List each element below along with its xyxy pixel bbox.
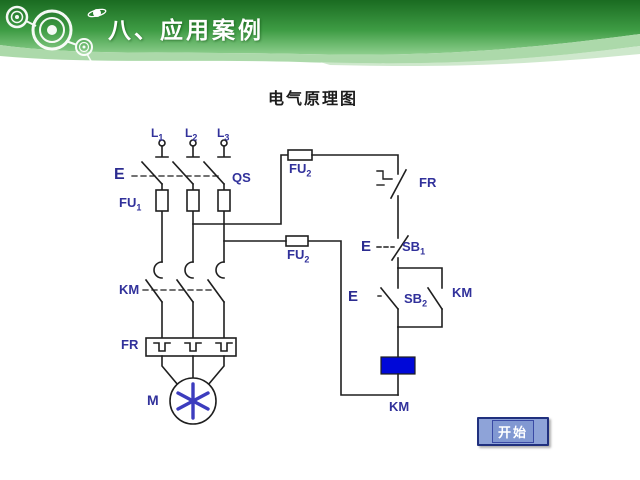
km-aux-contact-symbol: [426, 286, 444, 311]
motor-fan-icon: [176, 382, 210, 420]
fuse-fu1-symbol: [155, 189, 231, 212]
label-l2: L2: [185, 126, 198, 143]
label-l1: L1: [151, 126, 164, 143]
label-fr-main: FR: [121, 337, 139, 352]
page-title: 八、应用案例: [108, 17, 264, 43]
header-wave-graphic: [0, 0, 640, 74]
label-km-aux: KM: [452, 285, 473, 300]
label-qs: QS: [232, 170, 251, 185]
sb1-actuator-symbol: E: [361, 238, 372, 255]
km-coil-symbol: [380, 356, 416, 375]
label-l3: L3: [217, 126, 230, 143]
saturn-icon: [87, 8, 107, 18]
sb2-actuator-symbol: E: [348, 288, 359, 305]
km-main-contacts-symbol: [142, 261, 226, 304]
label-sb1: SB1: [402, 239, 426, 257]
label-fu1: FU1: [119, 195, 142, 213]
diagram-title: 电气原理图: [268, 91, 359, 108]
label-motor: M: [147, 392, 159, 408]
fuse-fu2-top-symbol: [287, 149, 313, 161]
start-button-label: 开始: [491, 420, 534, 443]
qs-actuator-symbol: E: [114, 166, 125, 183]
label-fr-ctrl: FR: [419, 175, 437, 190]
fr-thermal-relay-symbol: [145, 337, 237, 357]
fuse-fu2-bottom-symbol: [285, 235, 309, 247]
label-fu2-bottom: FU2: [287, 247, 310, 265]
start-button[interactable]: 开始: [477, 417, 549, 446]
sb2-button-symbol: [377, 286, 400, 311]
label-km-main: KM: [119, 282, 140, 297]
slide-header: 八、应用案例: [0, 0, 640, 80]
qs-switch-symbol: [131, 160, 226, 186]
sb1-button-symbol: [376, 234, 410, 262]
fr-contact-symbol: [376, 168, 408, 200]
label-km-coil: KM: [389, 399, 410, 414]
gears-icon: [5, 5, 98, 74]
label-fu2-top: FU2: [289, 161, 312, 179]
label-sb2: SB2: [404, 291, 428, 309]
